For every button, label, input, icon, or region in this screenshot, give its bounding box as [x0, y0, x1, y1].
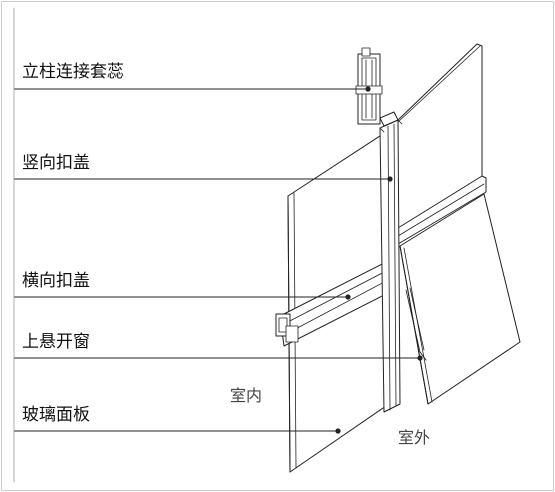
- mullion: [379, 119, 403, 413]
- label-column-connection-sleeve: 立柱连接套蕊: [22, 62, 124, 82]
- leader-dot: [335, 428, 341, 434]
- leader-dot: [417, 355, 423, 361]
- label-vertical-cover: 竖向扣盖: [22, 153, 90, 173]
- top-hung-window-sash: [399, 193, 521, 405]
- label-exterior: 室外: [398, 428, 431, 447]
- label-horizontal-cover: 横向扣盖: [22, 271, 90, 291]
- leader-dot: [387, 176, 393, 182]
- leader-dot: [365, 86, 371, 92]
- leader-lines: [13, 86, 423, 434]
- label-glass-panel: 玻璃面板: [22, 405, 90, 425]
- label-interior: 室内: [230, 386, 263, 405]
- column-connection-sleeve: [355, 47, 399, 127]
- label-top-hung-window: 上悬开窗: [22, 332, 90, 352]
- leader-dot: [345, 294, 351, 300]
